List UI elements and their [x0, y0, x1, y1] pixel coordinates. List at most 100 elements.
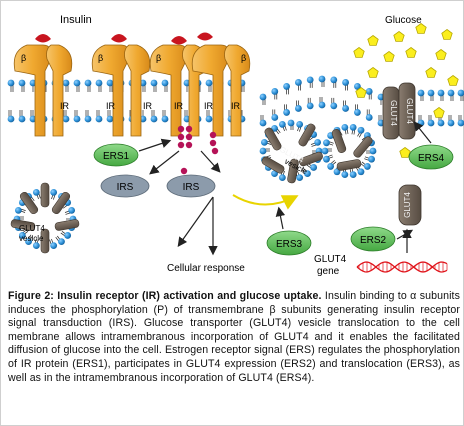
lipid [60, 231, 72, 239]
lipid [365, 88, 373, 100]
beta-label: β [21, 53, 26, 63]
lipid [271, 109, 279, 121]
lipid [437, 89, 445, 101]
lipid [278, 120, 287, 132]
lipid [161, 79, 169, 92]
lipid [357, 126, 365, 138]
glucose-molecule [415, 23, 427, 34]
lipid [271, 124, 281, 135]
lipid [32, 238, 40, 250]
lipid [457, 115, 464, 127]
lipid [84, 110, 92, 123]
lipid [283, 83, 290, 95]
lipid [283, 104, 290, 116]
lipid [457, 89, 464, 101]
lipid [321, 147, 332, 155]
glucose-molecule [383, 51, 395, 62]
insulin-receptors [13, 44, 251, 137]
glucose-molecule [367, 35, 379, 46]
insulin-receptor-4 [191, 44, 251, 137]
ers3-label: ERS3 [276, 239, 303, 250]
lipid [62, 110, 70, 123]
glut4-label: GLUT4 [403, 192, 412, 218]
glut4-gene-label-2: gene [317, 266, 340, 277]
lipid [73, 110, 81, 123]
insulin-molecules [35, 32, 213, 45]
lipid [106, 110, 114, 123]
glut4-gene-label-1: GLUT4 [314, 254, 347, 265]
lipid [330, 76, 338, 88]
ers4-label: ERS4 [418, 153, 445, 164]
lipid [310, 138, 322, 147]
lipid [73, 79, 81, 92]
lipid [18, 79, 26, 92]
glut4-label: GLUT4 [405, 98, 414, 124]
glut4-rod [336, 159, 362, 171]
caption-body: Insulin binding to α subunits induces th… [8, 290, 460, 384]
ir-label: IR [106, 101, 116, 111]
lipid [301, 167, 311, 178]
ir-label: IR [174, 101, 184, 111]
glut4-rod [331, 129, 347, 153]
lipid [360, 161, 371, 170]
lipid [161, 110, 169, 123]
irs-label: IRS [117, 182, 134, 193]
glut4-rod [40, 228, 50, 254]
irs-node [100, 174, 150, 198]
glut4-in-membrane: GLUT4 GLUT4 [382, 82, 416, 140]
lipid [364, 155, 375, 163]
glut4-rod [10, 219, 36, 231]
lipid [62, 79, 70, 92]
glut4-rod [353, 136, 373, 158]
lipid [32, 188, 41, 200]
insulin-molecule [35, 34, 51, 43]
glucose-label: Glucose [385, 15, 422, 26]
lipid [327, 160, 337, 170]
insulin-receptor-2 [91, 44, 151, 137]
insulin-molecule [171, 36, 187, 45]
lipid [18, 229, 29, 239]
insulin-label: Insulin [60, 14, 92, 26]
lipid [95, 110, 103, 123]
lipid [427, 115, 435, 127]
lipid [349, 123, 357, 135]
glut4-rod [19, 191, 39, 215]
glut4-vesicle-mid [259, 119, 323, 184]
glut4-rod [264, 127, 282, 151]
ir-label: IR [143, 101, 153, 111]
lipid [330, 97, 338, 110]
lipid [349, 167, 357, 179]
lipid [287, 119, 295, 130]
lipid [417, 89, 425, 101]
lipid [354, 104, 361, 116]
glut4-rod [261, 156, 285, 174]
glucose-molecule [447, 75, 459, 86]
glucose-molecule [441, 29, 453, 40]
caption-heading: Figure 2: Insulin receptor (IR) activati… [8, 290, 322, 302]
lipid [323, 154, 334, 163]
insulin-receptor-diagram: Insulin β β β β IR IR IR IR IR IR ERS1 I… [7, 14, 464, 277]
lipid [447, 115, 455, 127]
lipid [306, 163, 318, 171]
lipid [7, 79, 15, 92]
glucose-molecule [399, 147, 411, 158]
lipid [49, 238, 58, 250]
glut4-label: GLUT4 [389, 100, 398, 126]
beta-label: β [98, 53, 103, 63]
glucose-molecule [435, 49, 447, 60]
lipid [417, 115, 425, 127]
beta-label: β [156, 53, 161, 63]
irs-node [166, 174, 216, 198]
lipid [366, 147, 377, 155]
lipid [18, 110, 26, 123]
lipid [150, 79, 158, 92]
lipid [447, 89, 455, 101]
lipid [7, 110, 15, 123]
lipid [271, 88, 279, 100]
ers1-label: ERS1 [103, 151, 130, 162]
glut4-rod [54, 219, 80, 231]
ers4-node [408, 144, 454, 170]
glut4-vesicle-left [10, 182, 80, 254]
lipid [318, 75, 326, 87]
